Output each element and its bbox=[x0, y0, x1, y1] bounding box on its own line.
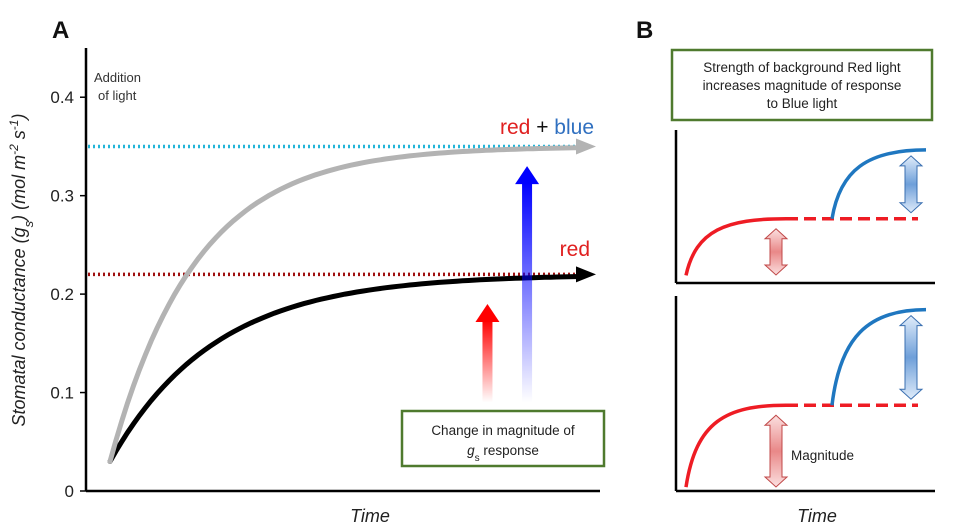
series-line-red bbox=[107, 274, 583, 464]
y-axis-title: Stomatal conductance (gs) (mol m-2 s-1) bbox=[7, 114, 36, 427]
y-axis-title-units: ) (mol m bbox=[9, 155, 29, 223]
b-top-blue-curve bbox=[830, 148, 927, 220]
y-axis-title-exponent: -2 bbox=[7, 144, 21, 155]
arrow-head-red bbox=[475, 303, 500, 322]
y-tick-label: 0.2 bbox=[50, 285, 74, 304]
addition-of-light-label: Addition bbox=[94, 70, 141, 85]
b-top-red-curve bbox=[684, 216, 787, 276]
b-bottom-magnitude-arrow-blue bbox=[898, 314, 924, 400]
panel-b: Magnitude Strength of background Red ligh… bbox=[670, 48, 935, 526]
label-red-word: red bbox=[500, 116, 530, 139]
x-axis-title: Time bbox=[350, 506, 390, 526]
arrow-shaft-blue bbox=[522, 182, 533, 403]
y-axis-title-symbol: g bbox=[9, 227, 29, 237]
label-red-plus-blue: red + blue bbox=[500, 116, 594, 139]
callout-text-line2: gs response bbox=[467, 443, 539, 464]
y-axis-title-part: Stomatal conductance ( bbox=[9, 235, 29, 426]
b-callout-line3: to Blue light bbox=[767, 96, 838, 111]
callout-box bbox=[400, 409, 606, 468]
arrow-shaft-red bbox=[482, 319, 493, 403]
b-callout-line1: Strength of background Red light bbox=[703, 60, 901, 75]
series-line-red-blue bbox=[107, 145, 583, 464]
b-callout-line2: increases magnitude of response bbox=[703, 78, 902, 93]
magnitude-label: Magnitude bbox=[791, 448, 854, 463]
b-top-magnitude-arrow-red bbox=[763, 228, 789, 276]
y-axis-title-part: s bbox=[9, 130, 29, 144]
series-arrowhead bbox=[576, 138, 596, 155]
b-bottom-blue-curve bbox=[830, 307, 927, 406]
b-callout-box bbox=[670, 48, 934, 122]
panel-b-label: B bbox=[636, 17, 653, 44]
b-bottom-magnitude-arrow-red bbox=[763, 414, 789, 488]
callout-symbol: g bbox=[467, 443, 475, 458]
label-blue-word: blue bbox=[554, 116, 594, 139]
y-tick-label: 0.4 bbox=[50, 88, 74, 107]
y-axis-title-exponent: -1 bbox=[7, 120, 21, 131]
arrow-head-blue bbox=[515, 166, 540, 185]
panel-a-label: A bbox=[52, 17, 69, 44]
y-axis-title-subscript: s bbox=[21, 220, 36, 227]
callout-subscript: s bbox=[475, 453, 480, 464]
b-bottom-red-curve bbox=[684, 403, 787, 488]
label-plus: + bbox=[530, 116, 554, 139]
b-top-magnitude-arrow-blue bbox=[898, 155, 924, 214]
y-tick-label: 0 bbox=[65, 482, 74, 501]
b-x-axis-title: Time bbox=[797, 506, 837, 526]
series-arrowhead bbox=[576, 266, 596, 283]
y-axis-title-part: ) bbox=[9, 114, 29, 122]
callout-rest: response bbox=[480, 443, 539, 458]
y-tick-label: 0.1 bbox=[50, 384, 74, 403]
label-red-only: red bbox=[560, 238, 590, 261]
callout-text-line1: Change in magnitude of bbox=[431, 423, 575, 438]
addition-of-light-label: of light bbox=[98, 88, 137, 103]
y-tick-label: 0.3 bbox=[50, 187, 74, 206]
